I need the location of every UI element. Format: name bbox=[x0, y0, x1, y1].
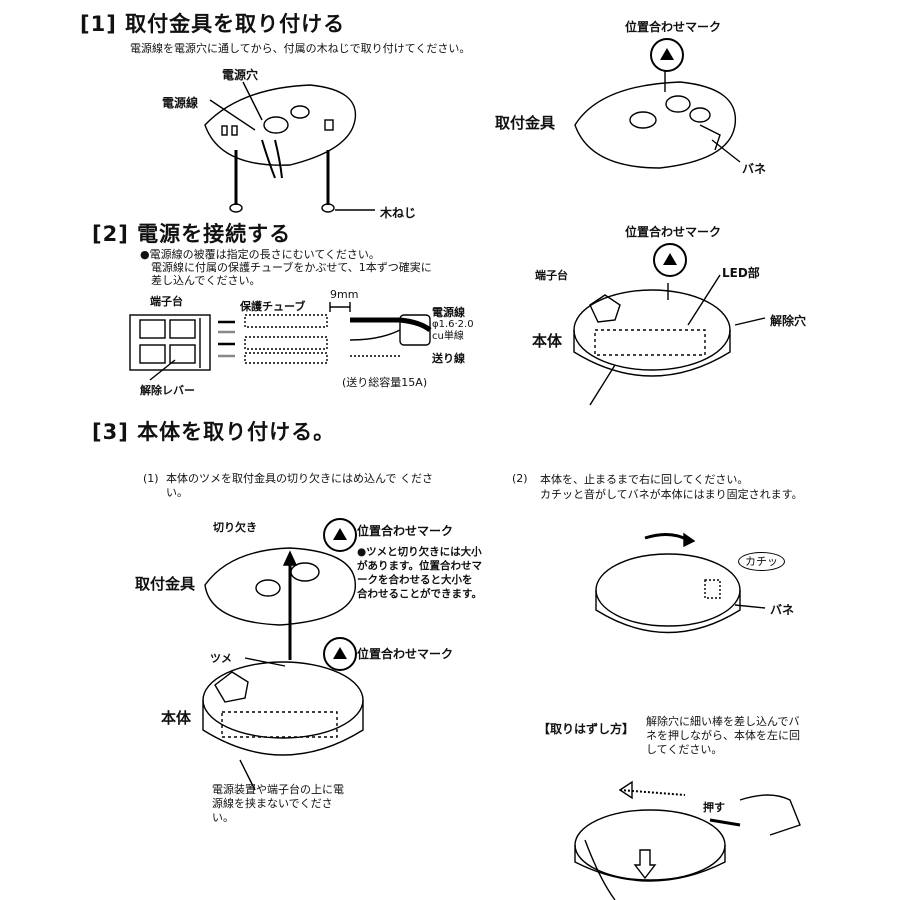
label-spring-1: バネ bbox=[742, 162, 767, 176]
label-spring-2: バネ bbox=[770, 603, 795, 617]
removal-title: 【取りはずし方】 bbox=[538, 722, 635, 736]
align-mark-triangle-icon bbox=[323, 518, 357, 552]
step2-bullet-3: 差し込んでください。 bbox=[151, 274, 261, 287]
label-feed-wire: 送り線 bbox=[432, 352, 465, 365]
label-wire-spec-1: φ1.6·2.0 bbox=[432, 319, 474, 330]
step3-sub2-line2: カチッと音がしてバネが本体にはまり固定されます。 bbox=[540, 488, 803, 501]
label-body-1: 本体 bbox=[532, 332, 563, 350]
label-led: LED部 bbox=[722, 266, 760, 280]
step2-body-drawing bbox=[573, 274, 766, 406]
label-power-wire-2: 電源線 bbox=[432, 306, 465, 319]
label-push: 押す bbox=[703, 801, 725, 814]
label-align-mark-3: 位置合わせマーク bbox=[357, 524, 454, 538]
step1-bracket-drawing bbox=[204, 81, 375, 213]
align-mark-triangle-icon bbox=[323, 637, 357, 671]
label-align-mark-1: 位置合わせマーク bbox=[625, 20, 722, 34]
label-9mm: 9mm bbox=[330, 288, 359, 301]
label-capacity: (送り総容量15A) bbox=[342, 376, 428, 389]
label-click: カチッ bbox=[738, 552, 785, 571]
removal-drawing bbox=[574, 780, 801, 900]
step1-heading: [1] 取付金具を取り付ける bbox=[80, 12, 346, 36]
terminal-block-drawing bbox=[129, 302, 432, 381]
step3-rotate-drawing bbox=[595, 532, 766, 634]
step3-sub2-line1: 本体を、止まるまで右に回してください。 bbox=[540, 473, 749, 486]
label-wood-screw: 木ねじ bbox=[380, 206, 417, 220]
step1-description: 電源線を電源穴に通してから、付属の木ねじで取り付けてください。 bbox=[130, 42, 471, 55]
label-release-hole: 解除穴 bbox=[770, 314, 807, 328]
label-release-lever: 解除レバー bbox=[140, 384, 195, 397]
label-body-2: 本体 bbox=[161, 709, 192, 727]
step2-heading: [2] 電源を接続する bbox=[92, 222, 292, 246]
label-bracket-2: 取付金具 bbox=[135, 575, 196, 593]
step3-assembly-drawing bbox=[202, 547, 364, 791]
label-wire-spec-2: cu単線 bbox=[432, 331, 464, 342]
label-bracket-1: 取付金具 bbox=[495, 114, 556, 132]
step3-sub1-number: (1) bbox=[143, 472, 159, 485]
step1-bracket-right-drawing bbox=[574, 65, 741, 169]
step2-bullet-1: ●電源線の被覆は指定の長さにむいてください。 bbox=[140, 248, 380, 261]
step3-sub2-number: (2) bbox=[512, 472, 528, 485]
step3-heading: [3] 本体を取り付ける。 bbox=[92, 420, 336, 444]
label-terminal: 端子台 bbox=[150, 295, 183, 308]
step2-bullet-2: 電源線に付属の保護チューブをかぶせて、1本ずつ確実に bbox=[151, 261, 432, 274]
label-align-mark-2: 位置合わせマーク bbox=[625, 225, 722, 239]
removal-text: 解除穴に細い棒を差し込んでバネを押しながら、本体を左に回してください。 bbox=[646, 715, 800, 756]
label-align-mark-4: 位置合わせマーク bbox=[357, 647, 454, 661]
align-mark-triangle-icon bbox=[650, 38, 684, 72]
label-protective-tube: 保護チューブ bbox=[240, 300, 306, 313]
step3-sub1-text: 本体のツメを取付金具の切り欠きにはめ込んで ください。 bbox=[166, 472, 433, 499]
label-terminal-right: 端子台 bbox=[535, 269, 568, 282]
label-power-hole: 電源穴 bbox=[222, 68, 259, 82]
label-power-wire: 電源線 bbox=[162, 96, 199, 110]
label-tab: ツメ bbox=[210, 652, 232, 665]
label-notch: 切り欠き bbox=[213, 521, 257, 534]
align-mark-triangle-icon bbox=[653, 243, 687, 277]
caution-text: 電源装置や端子台の上に電源線を挟まないでください。 bbox=[212, 783, 344, 824]
note-size-difference: ●ツメと切り欠きには大小があります。位置合わせマークを合わせると大小を合わせるこ… bbox=[357, 546, 482, 600]
